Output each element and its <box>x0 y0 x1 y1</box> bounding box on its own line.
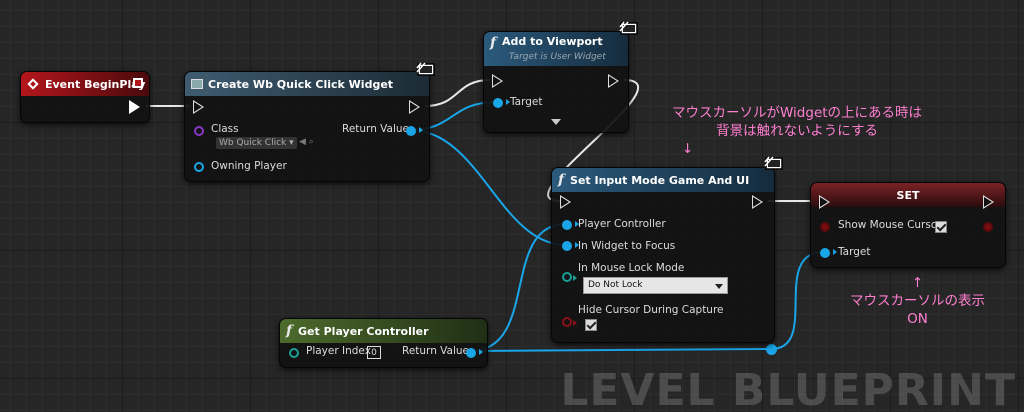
exec-out-pin[interactable] <box>983 195 994 209</box>
show-cursor-pin[interactable] <box>820 222 830 232</box>
get-player-controller-node[interactable]: f Get Player Controller Player Index 0 R… <box>279 318 488 368</box>
target-pin[interactable] <box>820 248 837 258</box>
target-label: Target <box>510 96 543 108</box>
class-selector-value: Wb Quick Click <box>219 138 287 148</box>
target-label: Target <box>838 246 871 258</box>
set-node-title: SET <box>896 188 920 202</box>
owning-player-pin[interactable] <box>194 162 204 172</box>
get-player-controller-header: f Get Player Controller <box>280 319 487 343</box>
expand-arrow-icon[interactable] <box>551 119 561 125</box>
add-to-viewport-node[interactable]: f Add to Viewport Target is User Widget … <box>483 31 629 133</box>
object-wire-return-focus <box>409 129 567 246</box>
note2-arrow: ↑ <box>911 275 924 291</box>
level-blueprint-watermark: LEVEL BLUEPRINT <box>560 365 1016 412</box>
note2-line1: マウスカーソルの表示 <box>850 293 985 309</box>
event-beginplay-header: Event BeginPlay <box>21 72 149 96</box>
add-to-viewport-title: Add to Viewport <box>502 35 603 48</box>
return-value-label: Return Value <box>342 123 410 135</box>
hide-cursor-pin[interactable] <box>562 317 577 327</box>
return-value-pin[interactable] <box>406 126 423 136</box>
function-icon: f <box>558 172 565 188</box>
widget-focus-label: In Widget to Focus <box>578 240 676 252</box>
player-index-label: Player Index <box>306 345 371 357</box>
comment-note-2: ↑ マウスカーソルの表示 ON <box>850 274 985 328</box>
event-diamond-icon <box>27 78 39 90</box>
player-index-pin[interactable] <box>289 348 299 358</box>
exec-wire-create-addviewport <box>424 79 491 107</box>
exec-in-pin[interactable] <box>492 74 503 88</box>
note2-line2: ON <box>907 311 928 327</box>
exec-in-pin[interactable] <box>819 195 830 209</box>
function-icon: f <box>490 35 497 51</box>
latent-monitor-icon <box>619 21 638 35</box>
event-beginplay-title: Event BeginPlay <box>45 77 146 91</box>
widget-icon <box>191 79 203 89</box>
class-pin[interactable] <box>194 126 204 136</box>
hide-cursor-label: Hide Cursor During Capture <box>578 304 724 316</box>
player-controller-pin[interactable] <box>562 220 579 230</box>
event-delegate-icon[interactable] <box>133 78 143 88</box>
mouse-lock-dropdown-value: Do Not Lock <box>588 280 643 290</box>
object-wire-pc-setinput <box>469 223 567 352</box>
function-icon: f <box>286 323 293 339</box>
class-browse-icons[interactable]: ◀ ⌕ <box>299 137 314 147</box>
note1-line2: 背景は触れないようにする <box>716 123 878 139</box>
dropdown-arrow-icon <box>715 284 723 289</box>
set-input-mode-node[interactable]: f Set Input Mode Game And UI Player Cont… <box>551 167 775 343</box>
return-value-pin[interactable] <box>466 348 483 358</box>
add-to-viewport-subtitle: Target is User Widget <box>509 52 606 62</box>
create-widget-header: Create Wb Quick Click Widget <box>185 72 429 96</box>
exec-wire-addviewport-setinput <box>547 79 640 202</box>
reroute-node[interactable] <box>766 344 777 355</box>
target-pin[interactable] <box>493 98 510 108</box>
owning-player-label: Owning Player <box>211 160 287 172</box>
mouse-lock-dropdown[interactable]: Do Not Lock <box>583 277 728 294</box>
object-wire-pc-reroute <box>469 348 772 352</box>
hide-cursor-checkbox[interactable] <box>585 319 597 331</box>
show-cursor-out-pin[interactable] <box>983 222 993 232</box>
class-selector[interactable]: Wb Quick Click ▾ <box>216 137 297 149</box>
set-input-mode-header: f Set Input Mode Game And UI <box>552 168 774 192</box>
event-beginplay-node[interactable]: Event BeginPlay <box>20 71 150 123</box>
player-index-input[interactable]: 0 <box>367 346 381 359</box>
show-cursor-label: Show Mouse Cursor <box>838 219 942 231</box>
comment-note-1: マウスカーソルがWidgetの上にある時は 背景は触れないようにする ↓ <box>672 104 922 158</box>
note1-line1: マウスカーソルがWidgetの上にある時は <box>672 105 923 121</box>
mouse-lock-pin[interactable] <box>562 272 577 282</box>
note1-arrow: ↓ <box>682 141 694 157</box>
exec-in-pin[interactable] <box>560 195 571 209</box>
player-controller-label: Player Controller <box>578 218 666 230</box>
set-node[interactable]: SET Show Mouse Cursor Target <box>810 182 1006 268</box>
latent-monitor-icon <box>764 156 783 170</box>
add-to-viewport-header: f Add to Viewport <box>484 32 628 66</box>
create-widget-title: Create Wb Quick Click Widget <box>208 77 394 91</box>
get-player-controller-title: Get Player Controller <box>298 324 429 338</box>
show-cursor-checkbox[interactable] <box>935 221 947 233</box>
object-wire-reroute-set-target <box>770 251 825 350</box>
class-label: Class <box>211 123 239 135</box>
set-node-header: SET <box>811 183 1005 207</box>
widget-focus-pin[interactable] <box>562 241 579 251</box>
return-value-label: Return Value <box>402 345 470 357</box>
exec-out-pin[interactable] <box>608 74 619 88</box>
exec-out-pin[interactable] <box>409 100 420 114</box>
set-input-mode-title: Set Input Mode Game And UI <box>570 173 750 187</box>
create-widget-node[interactable]: Create Wb Quick Click Widget Class Wb Qu… <box>184 71 430 182</box>
exec-out-pin[interactable] <box>129 100 140 114</box>
exec-in-pin[interactable] <box>193 100 204 114</box>
latent-monitor-icon <box>416 62 435 76</box>
mouse-lock-label: In Mouse Lock Mode <box>578 262 685 274</box>
exec-out-pin[interactable] <box>752 195 763 209</box>
